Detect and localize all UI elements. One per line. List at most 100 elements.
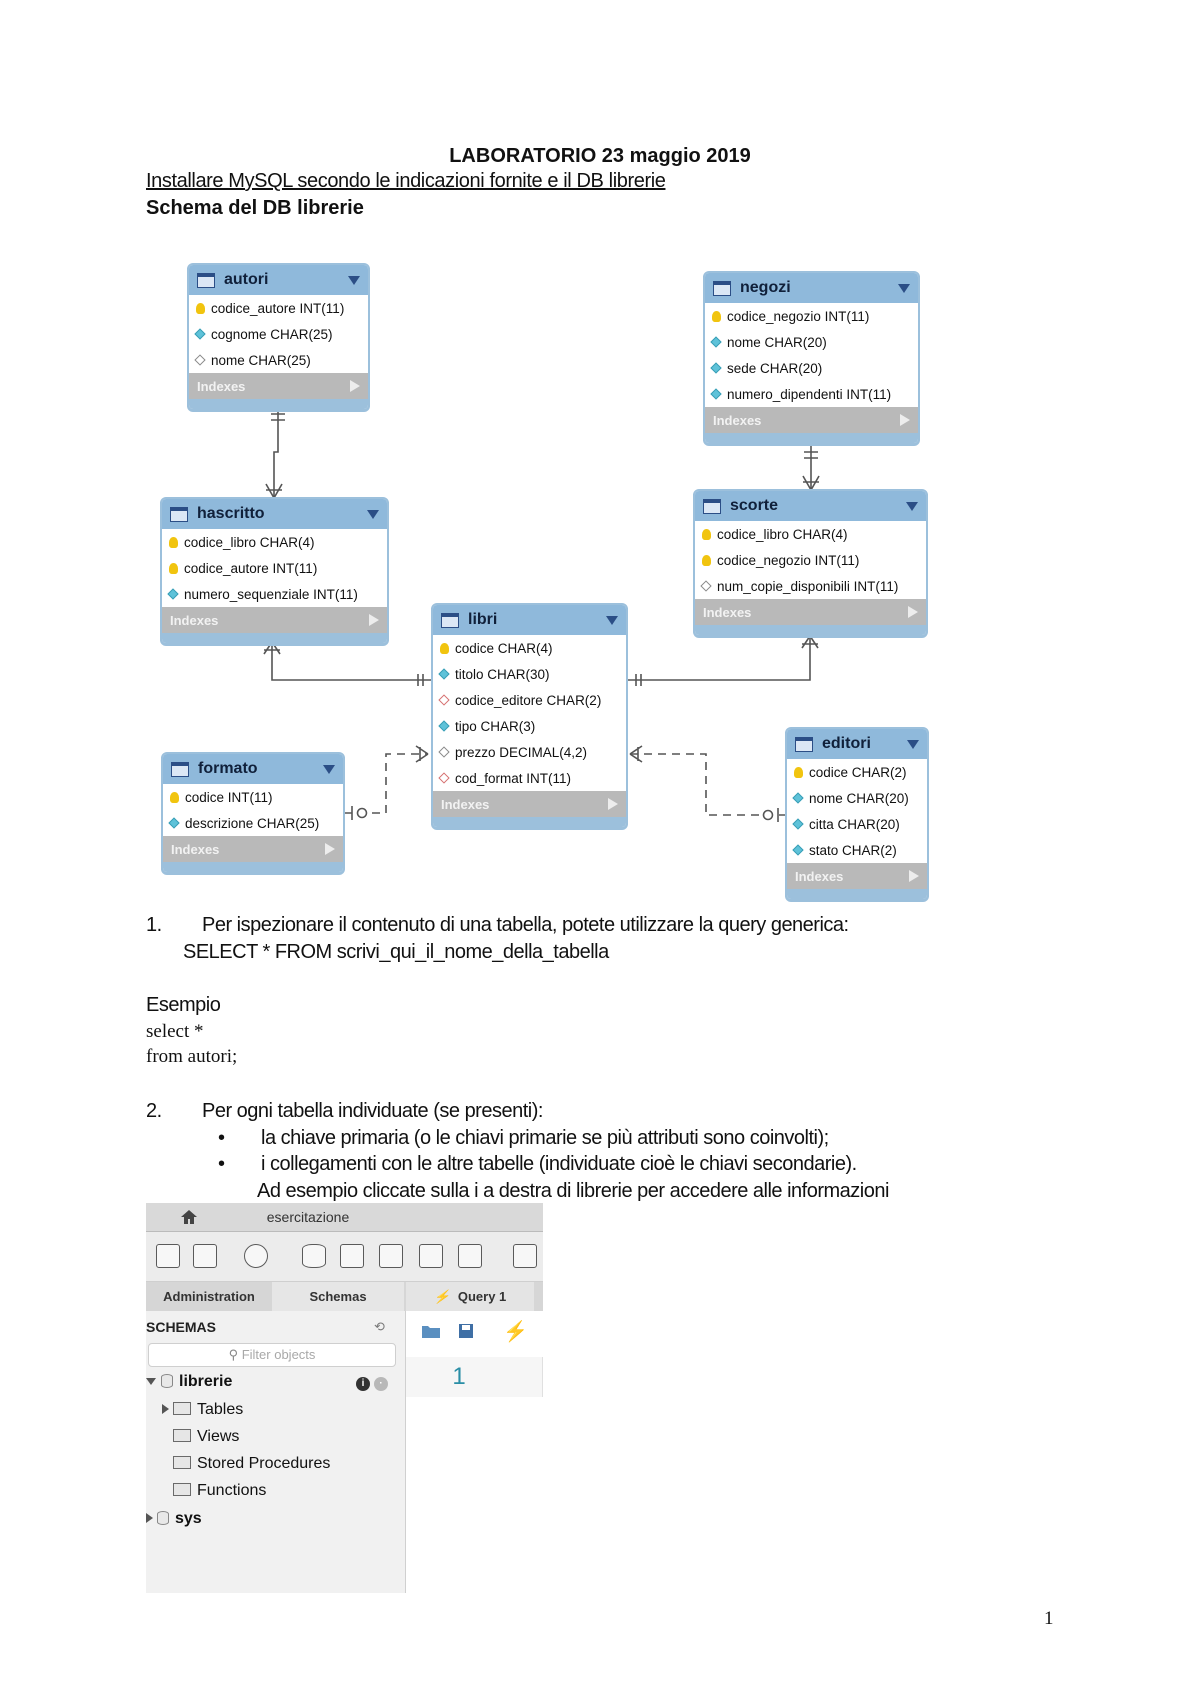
schema-librerie[interactable]: librerie [146,1373,232,1391]
table-icon [703,498,721,514]
column-row: codice_libro CHAR(4) [162,529,387,555]
expand-arrow-icon [325,843,335,855]
new-sql-tab-icon[interactable] [156,1244,180,1268]
table-autori[interactable]: autori codice_autore INT(11) cognome CHA… [187,263,370,411]
column-row: codice INT(11) [163,784,343,810]
chevron-right-icon[interactable] [146,1513,153,1523]
indexes-row[interactable]: Indexes [705,407,918,433]
dropdown-arrow-icon[interactable] [606,615,618,625]
schema-sys[interactable]: sys [146,1510,202,1528]
info-icon[interactable]: i [356,1377,370,1391]
filter-objects-input[interactable]: ⚲ Filter objects [148,1343,396,1367]
tab-administration[interactable]: Administration [163,1289,255,1304]
not-null-icon [710,362,722,374]
indexes-row[interactable]: Indexes [695,599,926,625]
table-editori[interactable]: editori codice CHAR(2) nome CHAR(20) cit… [785,727,929,901]
nullable-icon [438,746,450,758]
rel-editori-libri [630,753,785,816]
bullet-1: la chiave primaria (o le chiavi primarie… [261,1127,829,1149]
item2-number: 2. [146,1100,162,1122]
open-folder-icon[interactable] [421,1323,441,1339]
column-row: cod_format INT(11) [433,765,626,791]
table-icon [713,280,731,296]
table-formato[interactable]: formato codice INT(11) descrizione CHAR(… [161,752,345,874]
tab-schemas[interactable]: Schemas [272,1282,404,1311]
indexes-row[interactable]: Indexes [189,373,368,399]
execute-icon[interactable]: ⚡ [503,1321,528,1343]
column-row: numero_sequenziale INT(11) [162,581,387,607]
schemas-header: SCHEMAS [146,1319,217,1335]
bullet-dot: • [218,1153,225,1175]
table-name: autori [224,271,269,288]
dropdown-arrow-icon[interactable] [898,283,910,293]
table-negozi[interactable]: negozi codice_negozio INT(11) nome CHAR(… [703,271,920,445]
view-folder-icon [173,1429,191,1442]
tree-item-stored-procedures[interactable]: Stored Procedures [173,1455,330,1473]
create-procedure-icon[interactable] [419,1244,443,1268]
primary-key-icon [702,554,711,566]
save-icon[interactable] [456,1323,476,1339]
dropdown-arrow-icon[interactable] [907,739,919,749]
settings-icon[interactable]: · [374,1377,388,1391]
table-name: negozi [740,279,791,296]
expand-arrow-icon [350,380,360,392]
column-row: nome CHAR(20) [787,785,927,811]
create-view-icon[interactable] [379,1244,403,1268]
create-table-icon[interactable] [340,1244,364,1268]
workbench-screenshot: esercitazione Administration Schemas ⚡Qu… [146,1203,543,1593]
indexes-row[interactable]: Indexes [162,607,387,633]
table-header: editori [787,729,927,759]
primary-key-icon [712,310,721,322]
create-schema-icon[interactable] [302,1244,326,1268]
column-row: nome CHAR(20) [705,329,918,355]
table-icon [197,272,215,288]
expand-arrow-icon [608,798,618,810]
not-null-icon [710,336,722,348]
item2-text: Per ogni tabella individuate (se present… [202,1100,543,1122]
connection-tab[interactable]: esercitazione [266,1209,350,1225]
tree-item-views[interactable]: Views [173,1428,239,1446]
primary-key-icon [702,528,711,540]
indexes-row[interactable]: Indexes [787,863,927,889]
column-row: descrizione CHAR(25) [163,810,343,836]
table-libri[interactable]: libri codice CHAR(4) titolo CHAR(30) cod… [431,603,628,829]
refresh-icon[interactable]: ⟲ [374,1319,385,1334]
column-row: nome CHAR(25) [189,347,368,373]
table-hascritto[interactable]: hascritto codice_libro CHAR(4) codice_au… [160,497,389,645]
table-icon [171,761,189,777]
schema-heading: Schema del DB librerie [146,197,364,219]
not-null-icon [792,792,804,804]
dropdown-arrow-icon[interactable] [348,275,360,285]
sidebar-tabs: Administration Schemas ⚡Query 1 [146,1282,543,1312]
foreign-key-icon [438,772,450,784]
rel-autori-hascritto [273,404,279,498]
tree-item-tables[interactable]: Tables [162,1401,243,1419]
item1-query: SELECT * FROM scrivi_qui_il_nome_della_t… [183,941,609,963]
chevron-right-icon[interactable] [162,1404,169,1414]
tab-query-1[interactable]: ⚡Query 1 [406,1282,534,1311]
dropdown-arrow-icon[interactable] [906,501,918,511]
line-number: 1 [406,1357,543,1397]
table-name: scorte [730,497,779,514]
search-table-data-icon[interactable] [513,1244,537,1268]
primary-key-icon [196,302,205,314]
query-editor: ⚡ 1 [406,1311,543,1593]
home-icon[interactable] [180,1209,198,1225]
sql-inspector-icon[interactable] [244,1244,268,1268]
column-row: codice_editore CHAR(2) [433,687,626,713]
column-row: citta CHAR(20) [787,811,927,837]
create-function-icon[interactable] [458,1244,482,1268]
dropdown-arrow-icon[interactable] [323,764,335,774]
expand-arrow-icon [909,870,919,882]
dropdown-arrow-icon[interactable] [367,509,379,519]
chevron-down-icon[interactable] [146,1378,156,1385]
tree-item-functions[interactable]: Functions [173,1482,266,1500]
table-scorte[interactable]: scorte codice_libro CHAR(4) codice_negoz… [693,489,928,637]
table-name: editori [822,735,871,752]
procedure-folder-icon [173,1456,191,1469]
open-sql-script-icon[interactable] [193,1244,217,1268]
column-row: stato CHAR(2) [787,837,927,863]
indexes-row[interactable]: Indexes [163,836,343,862]
page-number: 1 [1044,1608,1054,1629]
indexes-row[interactable]: Indexes [433,791,626,817]
